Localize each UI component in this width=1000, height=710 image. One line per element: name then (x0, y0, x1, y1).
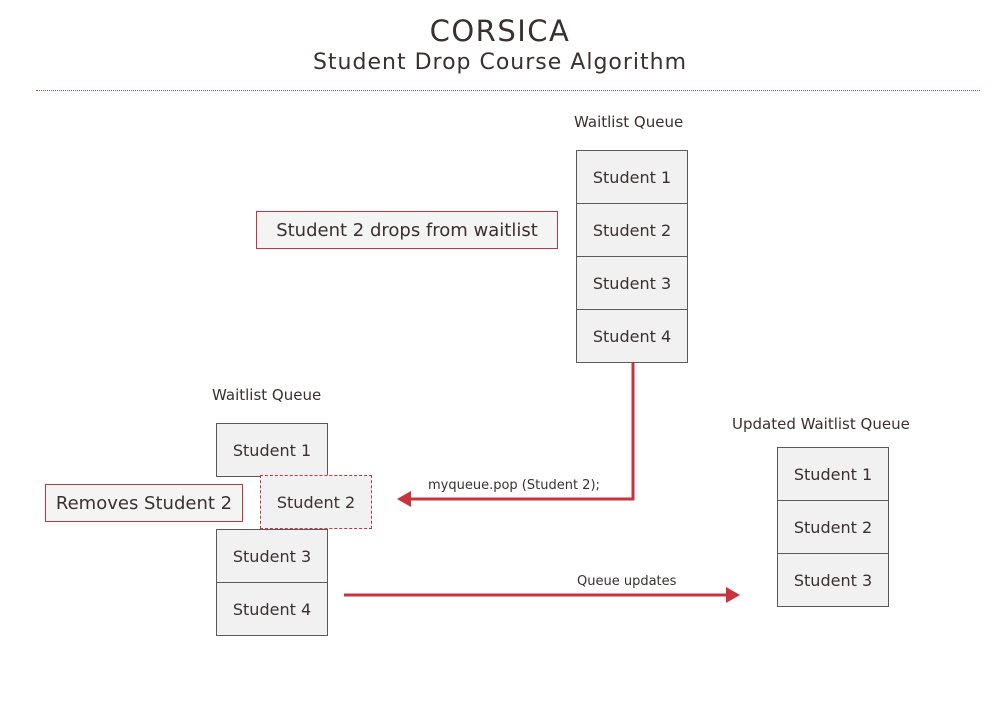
dropped-queue-item: Student 2 (260, 475, 372, 529)
updated-queue-item: Student 1 (777, 447, 889, 501)
update-arrow-head (726, 587, 740, 603)
pop-arrow (410, 362, 635, 501)
header-divider (36, 90, 980, 91)
updated-queue-label: Updated Waitlist Queue (732, 415, 910, 433)
pop-label: myqueue.pop (Student 2); (428, 478, 600, 493)
initial-queue-item: Student 4 (576, 309, 688, 363)
working-queue-item: Student 1 (216, 423, 328, 477)
initial-queue-item: Student 2 (576, 203, 688, 257)
pop-arrow-head (397, 491, 411, 507)
working-queue-label: Waitlist Queue (212, 386, 322, 404)
initial-queue-label: Waitlist Queue (574, 113, 684, 131)
initial-queue-item: Student 3 (576, 256, 688, 310)
working-queue-item: Student 3 (216, 529, 328, 583)
updated-queue-item: Student 3 (777, 553, 889, 607)
drop-note: Student 2 drops from waitlist (256, 211, 558, 249)
working-queue-item: Student 4 (216, 582, 328, 636)
update-label: Queue updates (577, 574, 677, 589)
initial-queue-item: Student 1 (576, 150, 688, 204)
diagram-title: CORSICA (429, 14, 571, 48)
updated-queue-item: Student 2 (777, 500, 889, 554)
diagram-subtitle: Student Drop Course Algorithm (312, 50, 688, 75)
remove-note: Removes Student 2 (45, 484, 243, 522)
